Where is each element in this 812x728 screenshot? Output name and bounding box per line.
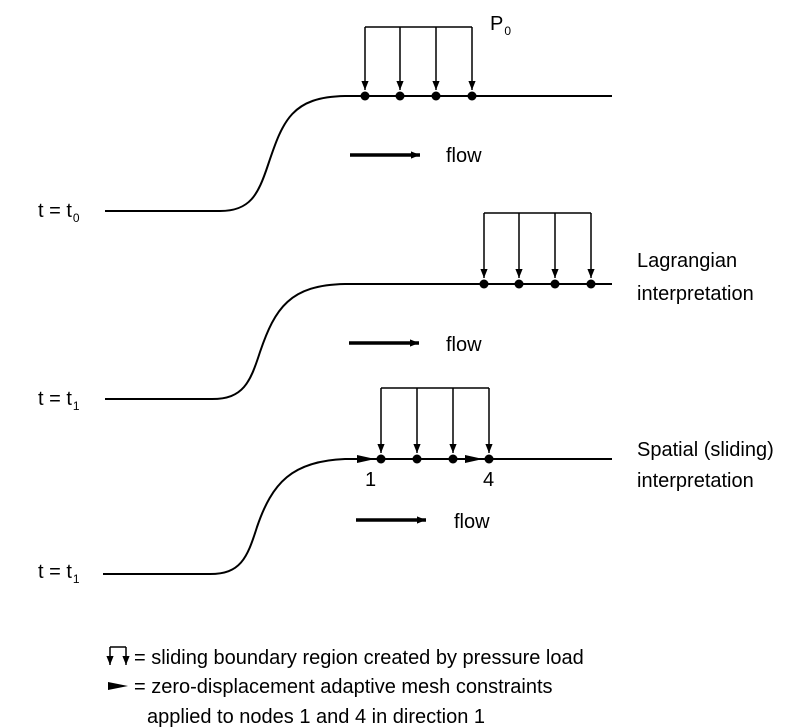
mesh-node bbox=[448, 454, 458, 464]
mesh-nodes bbox=[376, 454, 494, 464]
mesh-node bbox=[360, 91, 370, 101]
mesh-nodes bbox=[479, 279, 596, 289]
mesh-node bbox=[514, 279, 524, 289]
legend-constraint-text-cont: applied to nodes 1 and 4 in direction 1 bbox=[147, 706, 485, 728]
surface-profile bbox=[103, 458, 612, 575]
mesh-node bbox=[550, 279, 560, 289]
mesh-node bbox=[376, 454, 386, 464]
time-label: t = t1 bbox=[38, 561, 80, 586]
mesh-node bbox=[467, 91, 477, 101]
surface-profile bbox=[105, 283, 612, 400]
interpretation-label: Spatial (sliding) bbox=[637, 439, 774, 461]
flow-label: flow bbox=[454, 511, 490, 533]
mesh-node bbox=[431, 91, 441, 101]
legend-pressure-text: = sliding boundary region created by pre… bbox=[134, 647, 584, 669]
interpretation-label: interpretation bbox=[637, 470, 754, 492]
node-label-4: 4 bbox=[483, 469, 494, 491]
interpretation-label: Lagrangian bbox=[637, 250, 737, 272]
panel-initial-state: P0 flow t = t0 bbox=[38, 13, 612, 225]
mesh-node bbox=[479, 279, 489, 289]
flow-label: flow bbox=[446, 334, 482, 356]
mesh-node bbox=[395, 91, 405, 101]
constraint-arrow-symbol bbox=[108, 682, 128, 690]
mesh-nodes bbox=[360, 91, 477, 101]
time-label: t = t0 bbox=[38, 200, 80, 225]
constraint-arrow bbox=[465, 455, 483, 463]
time-label: t = t1 bbox=[38, 388, 80, 413]
pressure-load-arrows bbox=[361, 26, 476, 90]
node-label-1: 1 bbox=[365, 469, 376, 491]
mesh-constraint-arrows bbox=[357, 455, 483, 463]
mesh-node bbox=[586, 279, 596, 289]
surface-profile bbox=[105, 95, 612, 212]
legend: = sliding boundary region created by pre… bbox=[106, 646, 584, 728]
pressure-load-arrows bbox=[377, 387, 493, 453]
interpretation-label: interpretation bbox=[637, 283, 754, 305]
panel-lagrangian: Lagrangian interpretation flow t = t1 bbox=[38, 212, 754, 413]
legend-constraint-text: = zero-displacement adaptive mesh constr… bbox=[134, 676, 553, 698]
pressure-load-arrows bbox=[480, 212, 595, 278]
mesh-node bbox=[484, 454, 494, 464]
panel-spatial-sliding: 1 4 Spatial (sliding) interpretation flo… bbox=[38, 387, 774, 586]
constraint-arrow bbox=[357, 455, 375, 463]
pressure-load-label: P0 bbox=[490, 13, 511, 38]
mesh-node bbox=[412, 454, 422, 464]
pressure-load-symbol bbox=[106, 646, 130, 665]
flow-label: flow bbox=[446, 145, 482, 167]
